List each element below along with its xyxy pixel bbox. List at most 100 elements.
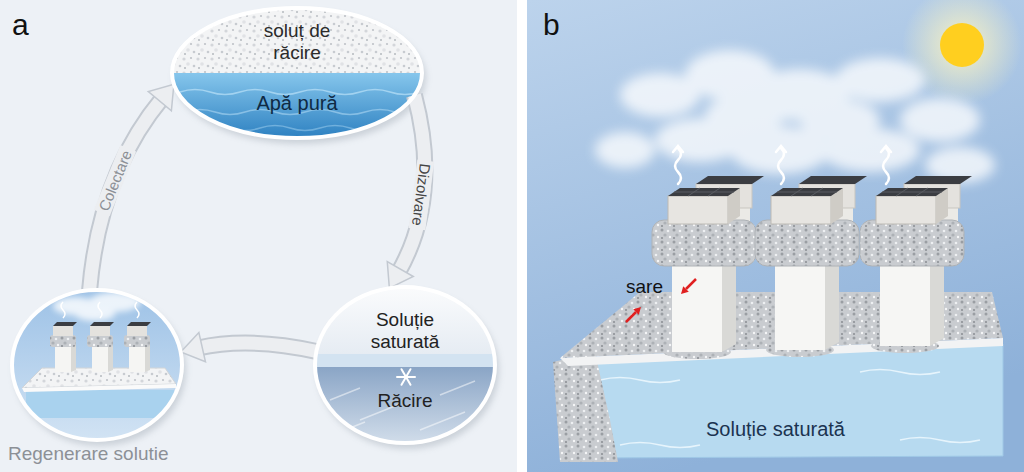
- evaporator-column: [825, 254, 839, 350]
- ellipse-text: soluț de răcire: [242, 20, 352, 64]
- evaporator-column: [775, 262, 825, 350]
- part-label: Soluție saturată: [706, 418, 845, 441]
- coolant-water-fill: [170, 6, 426, 73]
- evaporator-column: [771, 188, 843, 196]
- regeneration-illustration: [10, 288, 186, 444]
- cycle-ellipse: soluț de răcireApă pură: [172, 8, 422, 138]
- ellipse-heading: Regenerare solutie: [8, 443, 232, 465]
- coolant-water-fill: [170, 73, 426, 140]
- evaporator-column: [930, 254, 944, 346]
- vapor-cloud: [900, 98, 980, 142]
- arrow-head: [387, 262, 413, 289]
- vapor-squiggle: [776, 146, 786, 184]
- vapor-cloud: [705, 95, 785, 135]
- salt-flow-arrow: [626, 312, 636, 322]
- cycle-arrow: [90, 84, 174, 290]
- evaporator-column: [777, 188, 837, 196]
- arrow-label: Dizolvare: [409, 159, 435, 229]
- arrow-body: [198, 343, 316, 351]
- cycle-ellipse: Regenerare solutie: [8, 288, 232, 468]
- regeneration-illustration: [92, 345, 108, 372]
- evaporator-column: [755, 220, 859, 266]
- evaporator-column: [771, 196, 831, 224]
- regeneration-illustration: [50, 335, 76, 347]
- evaporator-column: [672, 262, 722, 352]
- regeneration-illustration: [87, 335, 113, 347]
- vapor-squiggle: [673, 146, 891, 184]
- part-label: sare: [626, 276, 663, 298]
- evaporator-column: [668, 188, 740, 196]
- evaporator-column: [876, 188, 948, 196]
- evaporator-column: [799, 176, 867, 184]
- evaporator-column: [860, 220, 964, 266]
- panel-background: [0, 0, 517, 472]
- evaporator-column: [755, 176, 867, 357]
- arrow-body: [198, 343, 316, 351]
- evaporator-column: [722, 254, 736, 352]
- panel-letter: b: [543, 8, 560, 43]
- regeneration-illustration: [55, 345, 71, 372]
- evaporator-column: [876, 196, 936, 224]
- device-illustration: [553, 0, 1022, 462]
- regeneration-illustration: [124, 335, 150, 347]
- regeneration-illustration: [53, 322, 77, 326]
- regeneration-illustration: [53, 326, 73, 336]
- regeneration-illustration: [90, 322, 114, 326]
- snowflake-symbol: [402, 369, 411, 385]
- ellipse-outline: [8, 288, 232, 468]
- ellipse-text: Răcire: [350, 390, 460, 412]
- cycle-ellipse: Soluție saturatăRăcire: [315, 287, 495, 443]
- evaporator-column: [904, 176, 972, 184]
- vapor-cloud: [595, 132, 655, 168]
- ellipse-text: Apă pură: [222, 92, 372, 115]
- vapor-cloud: [595, 50, 995, 183]
- evaporator-column: [860, 176, 972, 353]
- vapor-squiggle: [673, 146, 683, 184]
- arrow-head: [181, 333, 206, 362]
- evaporator-column: [880, 262, 930, 346]
- regeneration-illustration: [127, 322, 151, 326]
- salt-spill: [553, 352, 618, 462]
- regeneration-illustration: [10, 288, 186, 444]
- ellipse-outline: [172, 8, 422, 138]
- sun-symbol: [940, 23, 984, 67]
- regeneration-illustration: [129, 345, 145, 372]
- cycle-arrow: [181, 333, 317, 362]
- ellipse-outline: [315, 287, 495, 443]
- evaporator-column: [882, 188, 942, 196]
- evaporator-column: [652, 220, 756, 266]
- evaporator-column: [674, 188, 734, 196]
- evaporator-column: [652, 176, 764, 359]
- water-ripple: [600, 370, 980, 448]
- regeneration-illustration: [127, 326, 147, 336]
- regeneration-illustration: [90, 326, 110, 336]
- evaporator-column: [696, 176, 764, 184]
- coolant-water-fill: [170, 6, 426, 140]
- regeneration-illustration: [75, 307, 115, 321]
- arrow-head: [148, 84, 174, 111]
- saturated-cooling-fill: [313, 367, 497, 447]
- regeneration-illustration: [22, 384, 176, 392]
- vapor-cloud: [835, 58, 925, 102]
- saturated-cooling-fill: [313, 285, 497, 447]
- snowflake-symbol: [402, 369, 411, 385]
- salt-flow-arrow: [681, 286, 689, 294]
- ellipse-outline: [12, 290, 182, 440]
- ellipse-shadow: [14, 12, 499, 449]
- arrow-label: Colectare: [94, 145, 137, 217]
- ellipse-text: Soluție saturată: [350, 309, 460, 353]
- vapor-squiggle: [881, 146, 891, 184]
- salt-flow-arrow: [686, 279, 696, 289]
- saturated-cooling-fill: [313, 285, 497, 367]
- panel-letter: a: [12, 8, 29, 43]
- arrow-body: [90, 98, 163, 290]
- regeneration-illustration: [26, 390, 174, 418]
- regeneration-illustration: [61, 302, 139, 318]
- vapor-cloud: [800, 100, 880, 140]
- saturated-cooling-fill: [313, 354, 497, 367]
- evaporator-column: [668, 196, 728, 224]
